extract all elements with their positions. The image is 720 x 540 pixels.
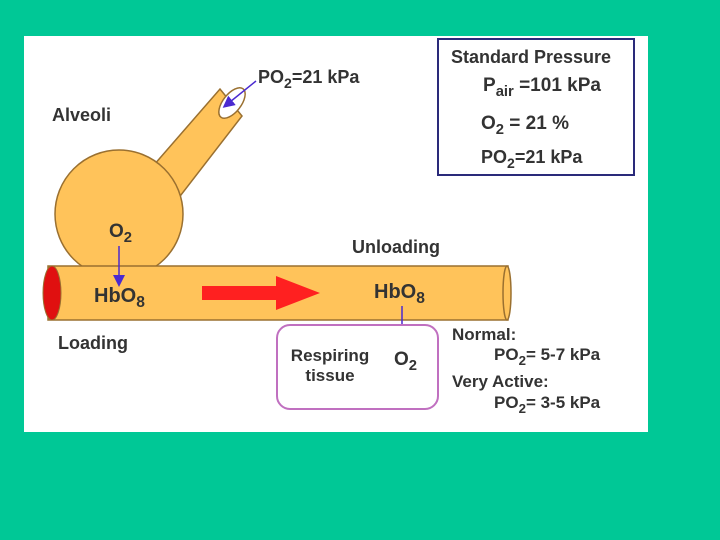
- alveoli-label: Alveoli: [52, 105, 112, 125]
- normal-label: Normal:: [452, 325, 517, 344]
- diagram-panel: Standard Pressure Pair =101 kPa O2 = 21 …: [24, 36, 648, 432]
- very-active-po2-value: PO2= 3-5 kPa: [494, 393, 601, 416]
- p-air-value: Pair =101 kPa: [483, 75, 601, 101]
- hbo8-loading-label: HbO8: [94, 285, 145, 312]
- po2-pointer-arrow: [222, 80, 257, 108]
- o2-percent-value: O2 = 21 %: [481, 113, 569, 139]
- standard-pressure-title: Standard Pressure: [451, 47, 612, 67]
- standard-po2-value: PO2=21 kPa: [481, 147, 583, 171]
- alveoli-po2-label: PO2=21 kPa: [258, 67, 360, 91]
- blood-vessel-opening: [42, 265, 62, 321]
- unloading-label: Unloading: [352, 237, 440, 257]
- alveoli-o2-label: O2: [109, 221, 133, 247]
- diagram-graphics: [42, 80, 512, 347]
- loading-label: Loading: [58, 333, 128, 353]
- blood-flow-arrow: [202, 276, 320, 310]
- respiring-tissue-box: [276, 324, 439, 410]
- blood-vessel-end: [502, 265, 512, 321]
- normal-po2-value: PO2= 5-7 kPa: [494, 345, 601, 368]
- standard-pressure-box: [437, 38, 635, 176]
- very-active-label: Very Active:: [452, 372, 549, 391]
- tissue-o2-label: O2: [394, 349, 418, 375]
- hbo8-unloading-label: HbO8: [374, 281, 425, 308]
